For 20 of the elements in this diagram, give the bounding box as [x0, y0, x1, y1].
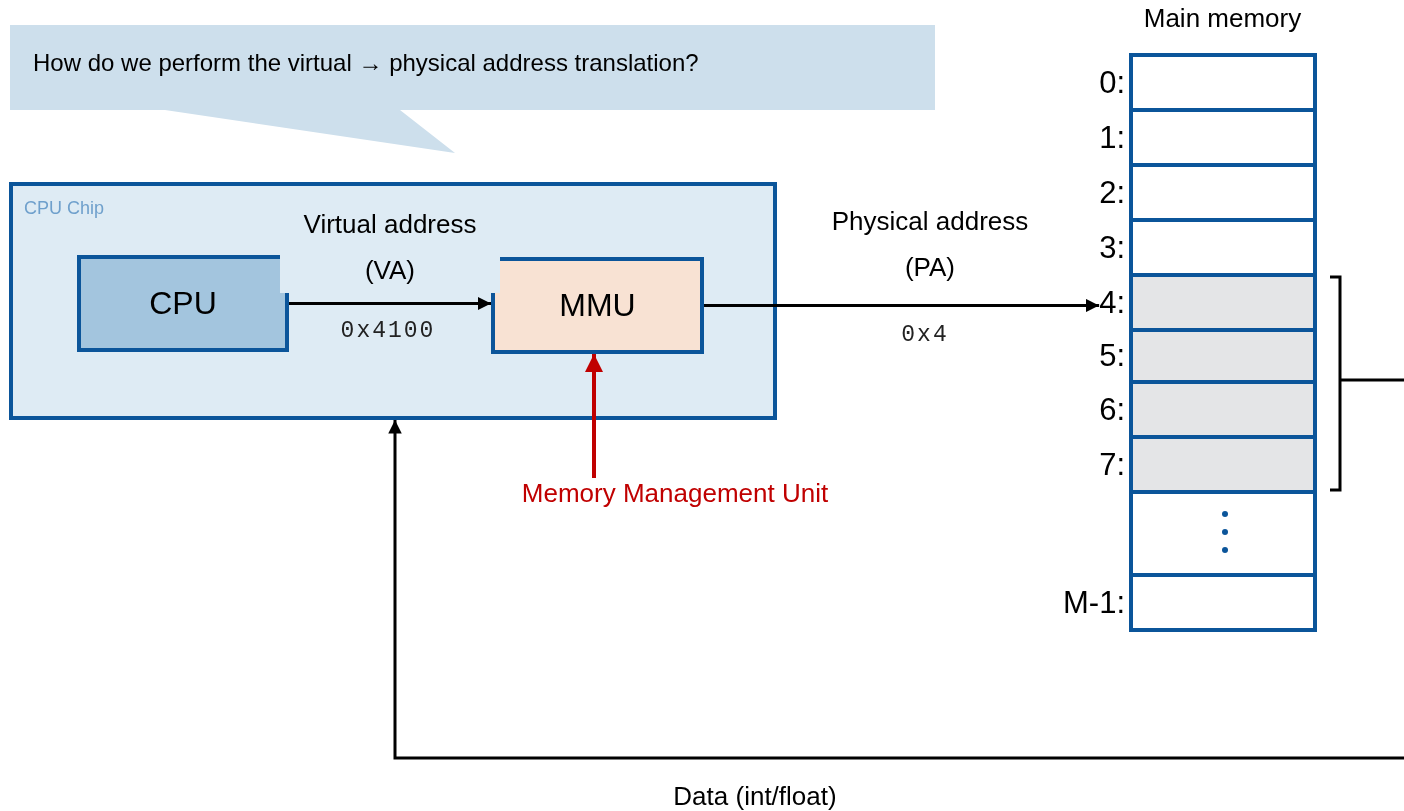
- arrow: [704, 298, 1100, 313]
- address-value: 0x4100: [339, 318, 437, 344]
- address-label: 2:: [1099, 174, 1125, 211]
- arrow: [585, 354, 603, 478]
- arrow: [388, 420, 1404, 760]
- memory-title: Main memory: [1142, 3, 1303, 34]
- process-box: MMU: [491, 257, 704, 354]
- address-value: 0x4: [900, 322, 950, 348]
- address-label: 1:: [1099, 119, 1125, 156]
- address-label: 4:: [1099, 284, 1125, 321]
- process-box: CPU: [77, 255, 289, 352]
- address-label: 5:: [1099, 338, 1125, 374]
- address-label: 7:: [1099, 446, 1125, 483]
- address-label: 0:: [1099, 64, 1125, 101]
- address-label: 3:: [1099, 229, 1125, 266]
- address-label: M-1:: [1063, 584, 1125, 621]
- address-label: 6:: [1099, 391, 1125, 428]
- chip-label: CPU Chip: [24, 198, 105, 219]
- arrow: [289, 296, 491, 311]
- callout-text: How do we perform the virtual → physical address translation?: [32, 49, 700, 77]
